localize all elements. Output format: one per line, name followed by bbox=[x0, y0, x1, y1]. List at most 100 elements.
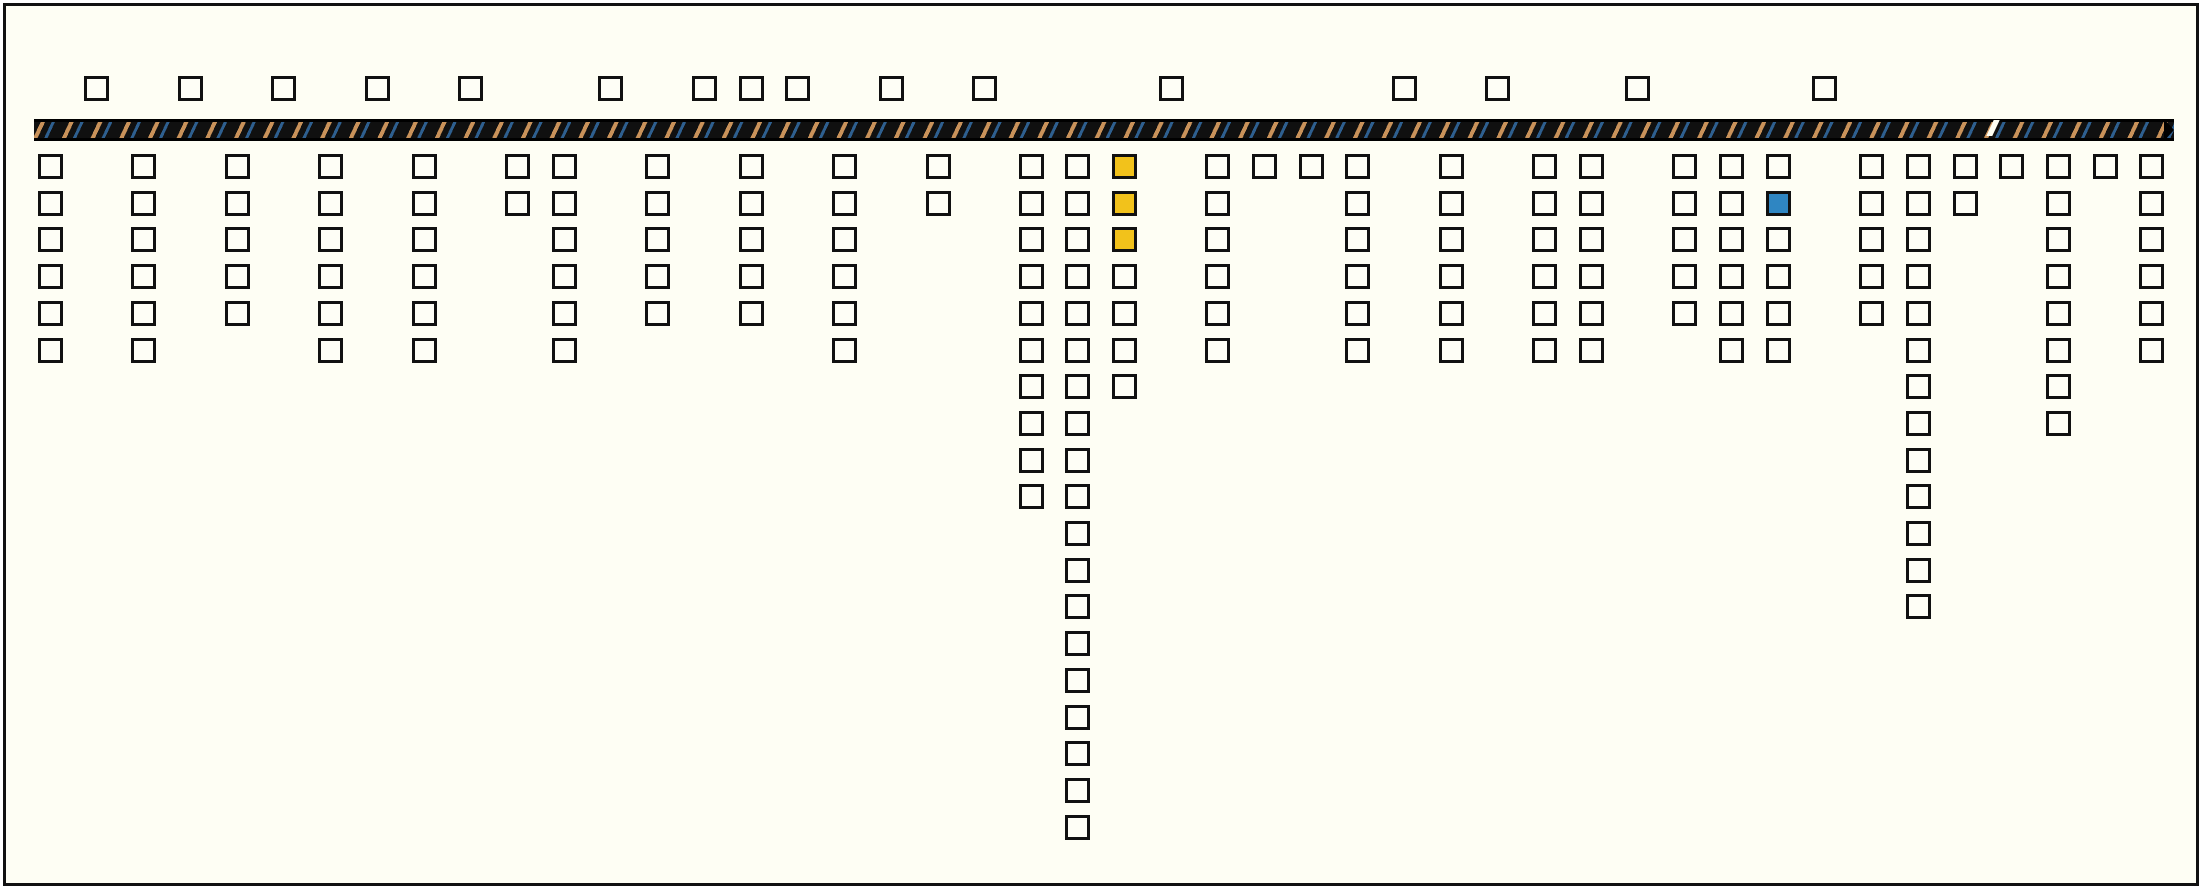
column-7-square-1[interactable] bbox=[551, 154, 577, 179]
column-6-square-1[interactable] bbox=[504, 154, 530, 179]
column-8-square-2[interactable] bbox=[644, 191, 670, 216]
column-13-square-11[interactable] bbox=[1064, 521, 1090, 546]
column-13-square-3[interactable] bbox=[1064, 227, 1090, 252]
column-24-square-4[interactable] bbox=[1765, 264, 1791, 289]
column-15-square-2[interactable] bbox=[1204, 191, 1230, 216]
column-1-square-3[interactable] bbox=[37, 227, 63, 252]
column-18-square-5[interactable] bbox=[1344, 301, 1370, 326]
column-15-square-4[interactable] bbox=[1204, 264, 1230, 289]
column-21-square-3[interactable] bbox=[1578, 227, 1604, 252]
column-2-square-4[interactable] bbox=[130, 264, 156, 289]
column-31-square-2[interactable] bbox=[2138, 191, 2164, 216]
column-22-square-3[interactable] bbox=[1671, 227, 1697, 252]
column-4-square-5[interactable] bbox=[317, 301, 343, 326]
top-square-6[interactable] bbox=[597, 76, 623, 101]
column-29-square-2[interactable] bbox=[2045, 191, 2071, 216]
column-8-square-1[interactable] bbox=[644, 154, 670, 179]
column-13-square-6[interactable] bbox=[1064, 338, 1090, 363]
column-26-square-3[interactable] bbox=[1905, 227, 1931, 252]
column-12-square-9[interactable] bbox=[1018, 448, 1044, 473]
column-2-square-1[interactable] bbox=[130, 154, 156, 179]
top-square-13[interactable] bbox=[1391, 76, 1417, 101]
column-7-square-5[interactable] bbox=[551, 301, 577, 326]
column-14-square-6[interactable] bbox=[1111, 338, 1137, 363]
column-13-square-16[interactable] bbox=[1064, 705, 1090, 730]
top-square-8[interactable] bbox=[738, 76, 764, 101]
column-26-square-7[interactable] bbox=[1905, 374, 1931, 399]
column-18-square-6[interactable] bbox=[1344, 338, 1370, 363]
column-12-square-7[interactable] bbox=[1018, 374, 1044, 399]
column-5-square-2[interactable] bbox=[411, 191, 437, 216]
column-12-square-8[interactable] bbox=[1018, 411, 1044, 436]
column-29-square-4[interactable] bbox=[2045, 264, 2071, 289]
top-square-12[interactable] bbox=[1158, 76, 1184, 101]
column-23-square-6[interactable] bbox=[1718, 338, 1744, 363]
column-29-square-3[interactable] bbox=[2045, 227, 2071, 252]
column-12-square-5[interactable] bbox=[1018, 301, 1044, 326]
column-7-square-2[interactable] bbox=[551, 191, 577, 216]
column-25-square-4[interactable] bbox=[1858, 264, 1884, 289]
column-23-square-1[interactable] bbox=[1718, 154, 1744, 179]
column-13-square-8[interactable] bbox=[1064, 411, 1090, 436]
column-14-square-7[interactable] bbox=[1111, 374, 1137, 399]
column-3-square-5[interactable] bbox=[224, 301, 250, 326]
column-23-square-3[interactable] bbox=[1718, 227, 1744, 252]
column-24-square-1[interactable] bbox=[1765, 154, 1791, 179]
column-13-square-13[interactable] bbox=[1064, 594, 1090, 619]
column-14-square-1[interactable] bbox=[1111, 154, 1137, 179]
column-26-square-13[interactable] bbox=[1905, 594, 1931, 619]
column-3-square-1[interactable] bbox=[224, 154, 250, 179]
column-8-square-3[interactable] bbox=[644, 227, 670, 252]
column-25-square-1[interactable] bbox=[1858, 154, 1884, 179]
column-26-square-9[interactable] bbox=[1905, 448, 1931, 473]
column-1-square-5[interactable] bbox=[37, 301, 63, 326]
column-26-square-11[interactable] bbox=[1905, 521, 1931, 546]
column-26-square-6[interactable] bbox=[1905, 338, 1931, 363]
column-22-square-5[interactable] bbox=[1671, 301, 1697, 326]
column-14-square-2[interactable] bbox=[1111, 191, 1137, 216]
column-4-square-2[interactable] bbox=[317, 191, 343, 216]
column-17-square-1[interactable] bbox=[1298, 154, 1324, 179]
column-10-square-6[interactable] bbox=[831, 338, 857, 363]
column-12-square-10[interactable] bbox=[1018, 484, 1044, 509]
column-15-square-5[interactable] bbox=[1204, 301, 1230, 326]
column-18-square-1[interactable] bbox=[1344, 154, 1370, 179]
column-31-square-3[interactable] bbox=[2138, 227, 2164, 252]
column-8-square-5[interactable] bbox=[644, 301, 670, 326]
column-13-square-7[interactable] bbox=[1064, 374, 1090, 399]
column-31-square-5[interactable] bbox=[2138, 301, 2164, 326]
column-1-square-6[interactable] bbox=[37, 338, 63, 363]
column-18-square-3[interactable] bbox=[1344, 227, 1370, 252]
column-2-square-2[interactable] bbox=[130, 191, 156, 216]
column-24-square-3[interactable] bbox=[1765, 227, 1791, 252]
column-26-square-12[interactable] bbox=[1905, 558, 1931, 583]
column-24-square-6[interactable] bbox=[1765, 338, 1791, 363]
column-12-square-4[interactable] bbox=[1018, 264, 1044, 289]
column-20-square-1[interactable] bbox=[1531, 154, 1557, 179]
column-19-square-5[interactable] bbox=[1438, 301, 1464, 326]
column-1-square-4[interactable] bbox=[37, 264, 63, 289]
column-7-square-3[interactable] bbox=[551, 227, 577, 252]
column-29-square-5[interactable] bbox=[2045, 301, 2071, 326]
column-20-square-6[interactable] bbox=[1531, 338, 1557, 363]
column-30-square-1[interactable] bbox=[2092, 154, 2118, 179]
column-14-square-4[interactable] bbox=[1111, 264, 1137, 289]
column-19-square-1[interactable] bbox=[1438, 154, 1464, 179]
column-13-square-18[interactable] bbox=[1064, 778, 1090, 803]
top-square-10[interactable] bbox=[878, 76, 904, 101]
column-12-square-3[interactable] bbox=[1018, 227, 1044, 252]
column-23-square-5[interactable] bbox=[1718, 301, 1744, 326]
column-28-square-1[interactable] bbox=[1998, 154, 2024, 179]
column-2-square-3[interactable] bbox=[130, 227, 156, 252]
column-19-square-3[interactable] bbox=[1438, 227, 1464, 252]
top-square-14[interactable] bbox=[1484, 76, 1510, 101]
column-15-square-3[interactable] bbox=[1204, 227, 1230, 252]
column-12-square-1[interactable] bbox=[1018, 154, 1044, 179]
column-4-square-4[interactable] bbox=[317, 264, 343, 289]
column-26-square-2[interactable] bbox=[1905, 191, 1931, 216]
column-5-square-6[interactable] bbox=[411, 338, 437, 363]
column-22-square-1[interactable] bbox=[1671, 154, 1697, 179]
column-25-square-5[interactable] bbox=[1858, 301, 1884, 326]
column-4-square-1[interactable] bbox=[317, 154, 343, 179]
column-10-square-5[interactable] bbox=[831, 301, 857, 326]
